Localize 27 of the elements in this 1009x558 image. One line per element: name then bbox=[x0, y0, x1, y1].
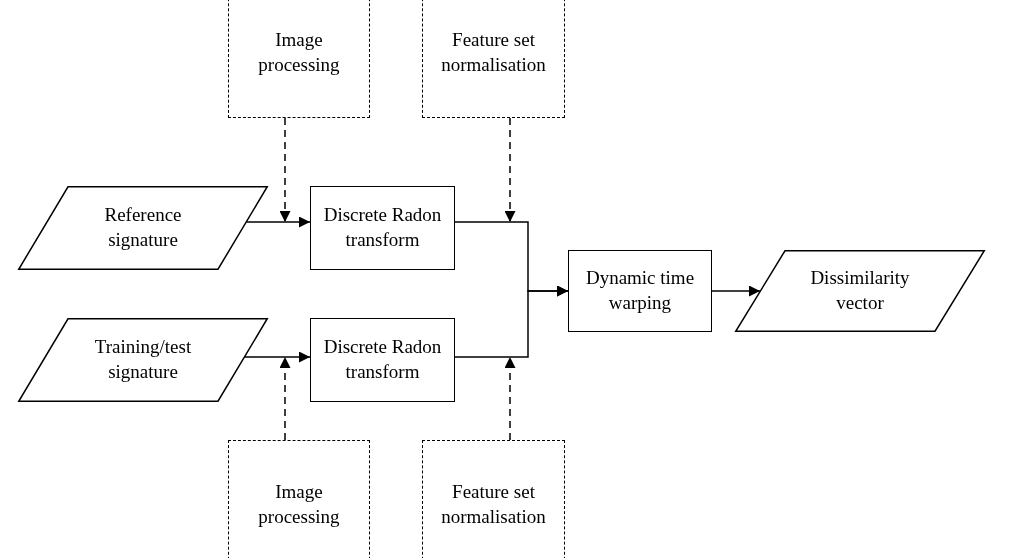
arrow bbox=[454, 285, 569, 358]
data-parallelogram bbox=[18, 186, 268, 270]
data-parallelogram bbox=[735, 250, 985, 332]
dashed-input-box bbox=[228, 440, 370, 558]
dashed-arrow bbox=[279, 356, 291, 441]
box-label: Training/test signature bbox=[93, 335, 193, 384]
box-label: Image processing bbox=[257, 480, 341, 529]
data-parallelogram bbox=[18, 318, 268, 402]
dashed-arrow bbox=[504, 356, 516, 441]
box-label: Dissimilarity vector bbox=[809, 266, 911, 315]
process-box bbox=[310, 318, 455, 402]
dashed-input-box bbox=[228, 0, 370, 118]
dashed-arrow bbox=[279, 117, 291, 223]
arrow bbox=[244, 351, 311, 363]
box-label: Feature set normalisation bbox=[440, 480, 547, 529]
box-label: Reference signature bbox=[103, 203, 183, 252]
process-box bbox=[310, 186, 455, 270]
box-label: Discrete Radon transform bbox=[322, 335, 443, 384]
box-label: Dynamic time warping bbox=[584, 266, 696, 315]
box-label: Feature set normalisation bbox=[440, 28, 547, 77]
dashed-input-box bbox=[422, 440, 565, 558]
process-box bbox=[568, 250, 712, 332]
dashed-arrow bbox=[504, 117, 516, 223]
box-label: Image processing bbox=[257, 28, 341, 77]
dashed-input-box bbox=[422, 0, 565, 118]
box-label: Discrete Radon transform bbox=[322, 203, 443, 252]
arrow bbox=[711, 285, 761, 297]
